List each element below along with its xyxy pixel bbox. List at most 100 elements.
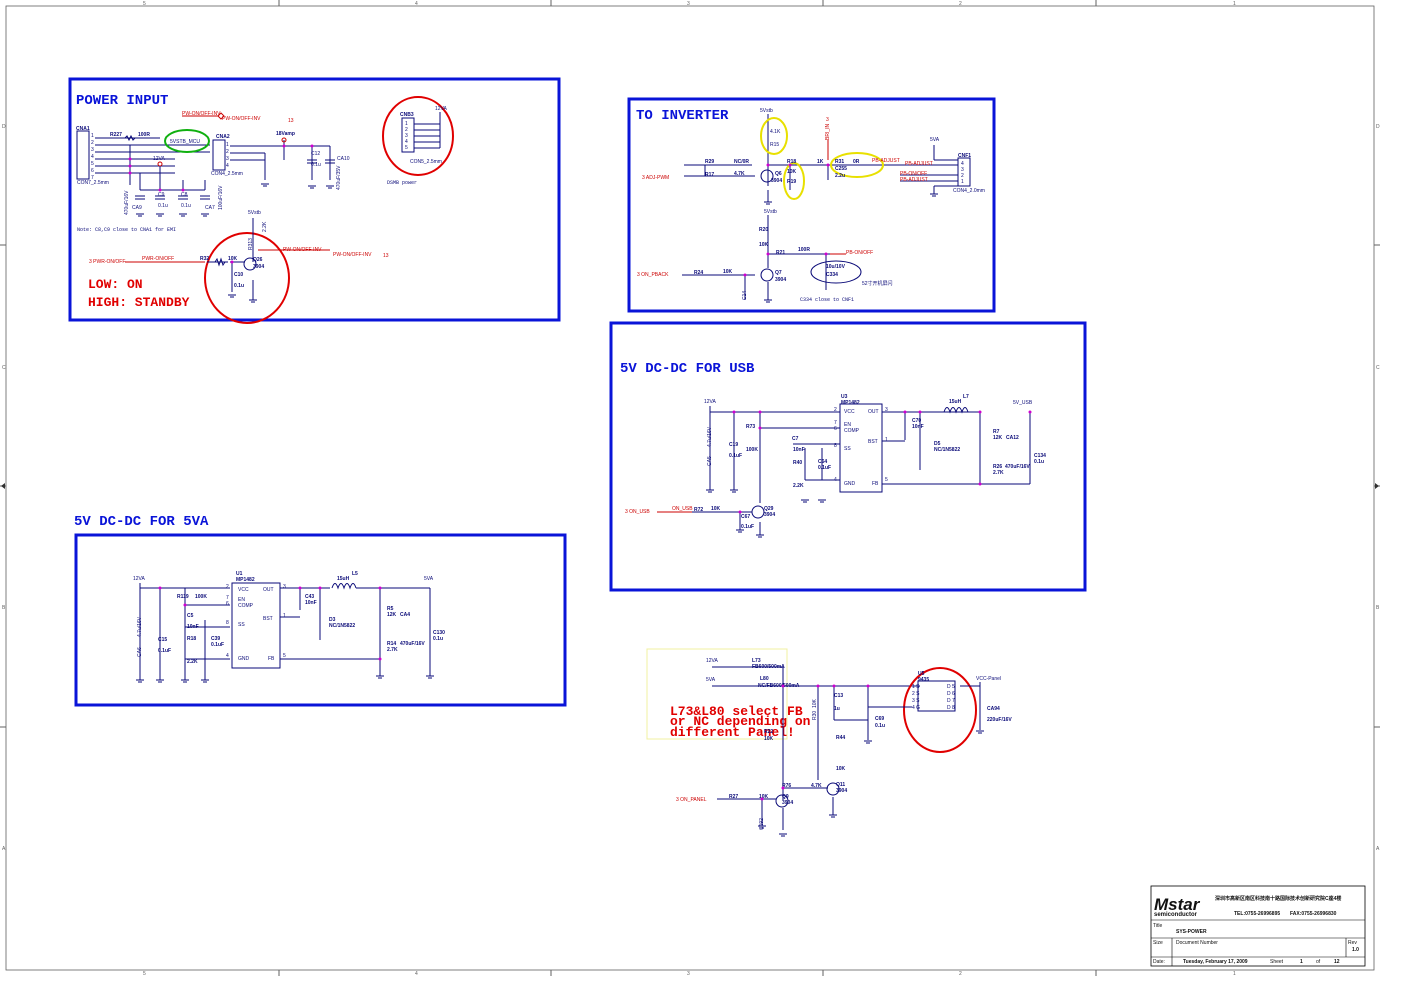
value-label: 10K <box>711 506 721 512</box>
ref-label: L5 <box>352 571 358 577</box>
row-mark: C <box>2 365 6 371</box>
ref-label: R24 <box>694 270 703 276</box>
port-label: 3 ON_PBACK <box>637 272 669 278</box>
ref-label: C39 <box>211 636 220 642</box>
net-label: PB-ADJUST <box>872 158 900 164</box>
pin-number: 5 <box>885 477 888 483</box>
date: Tuesday, February 17, 2009 <box>1183 959 1248 965</box>
pin-number: 1 <box>405 121 408 127</box>
pin-name: FB <box>268 656 275 662</box>
ref-label: R32 <box>200 256 209 262</box>
rail-label: 5Vstb <box>248 210 261 216</box>
value-label: 2.2K <box>187 659 198 665</box>
row-mark: B <box>2 605 6 611</box>
value-label: 1K <box>817 159 824 165</box>
value-label: 10K <box>228 256 238 262</box>
net-label: PB-ON/OFF <box>900 171 927 177</box>
value-label: 4.7K <box>811 783 822 789</box>
power-input-block: POWER INPUT CNA1 CON7_2.5mm 1 2 3 4 5 6 … <box>68 77 561 324</box>
ref-label: R73 <box>746 424 755 430</box>
company-address: 深圳市高新区南区科技南十路国际技术创新研究院C座4楼 <box>1215 895 1341 902</box>
net-label: PW-ON/OFF-INV <box>333 252 372 258</box>
value-label: 0.1u <box>181 203 191 209</box>
title-field-label: Title <box>1153 923 1162 929</box>
ref-label: L80 <box>760 676 769 682</box>
rail-label: 5V_USB <box>1013 400 1033 406</box>
value-label: NC/FB600/500mA <box>758 683 800 689</box>
rail-label: 12VA <box>133 576 146 582</box>
pin-number: 7 <box>834 420 837 426</box>
ref-label: C19 <box>729 442 738 448</box>
pin-number: 3 <box>91 147 94 153</box>
ref-label: CA94 <box>987 706 1000 712</box>
usb-dcdc-block: 5V DC-DC FOR USB 12VA 5V_USB U3 MP1482 V… <box>609 321 1087 592</box>
value-label: 4.7u/16V <box>707 426 713 447</box>
pin-number: 2 <box>961 173 964 179</box>
part-label: 9435 <box>918 677 929 683</box>
value-label: 470uF/35V <box>336 165 342 190</box>
pin-number: 3 <box>885 407 888 413</box>
col-mark: 1 <box>1233 1 1236 7</box>
net-label: ON_USB <box>672 506 693 512</box>
pin-number: 1 <box>961 179 964 185</box>
ref-label: CNA2 <box>216 134 230 140</box>
ref-label: Q7 <box>775 270 782 276</box>
part-label: MP1482 <box>841 400 860 406</box>
col-mark: 2 <box>959 1 962 7</box>
mcu-label: 5VSTB_MCU <box>170 139 200 145</box>
pin-number: 2 <box>91 140 94 146</box>
part-label: CON7_2.5mm <box>77 180 109 186</box>
part-label: CON5_2.5mm <box>410 159 442 165</box>
pin-label: 2 S <box>912 691 920 697</box>
pin-number: 4 <box>834 477 837 483</box>
value-label: 0.1u <box>311 162 321 168</box>
rail-label: 18Vamp <box>276 131 295 137</box>
ref-label: C334 <box>826 272 838 278</box>
pin-number: 3 <box>283 584 286 590</box>
ref-label: U3 <box>841 394 848 400</box>
page-ref: 13 <box>383 253 389 259</box>
company-logo: Mstar <box>1154 895 1201 914</box>
col-mark: 3 <box>687 1 690 7</box>
ref-label: C130 <box>433 630 445 636</box>
value-label: 10nF <box>187 624 199 630</box>
part-label: 3904 <box>764 512 775 518</box>
pin-name: SS <box>844 446 851 452</box>
ref-label: D5 <box>934 441 941 447</box>
value-label: 100R <box>138 132 150 138</box>
ref-label: R40 <box>793 460 802 466</box>
ref-label: R18 <box>187 636 196 642</box>
value-label: 1u <box>834 706 840 712</box>
ref-label: R14 <box>387 641 396 647</box>
pin-number: 4 <box>91 154 94 160</box>
pin-number: 2 <box>226 584 229 590</box>
value-label: 15uH <box>337 576 350 582</box>
value-label: 4.7K <box>734 171 745 177</box>
sheet-number: 1 <box>1300 959 1303 965</box>
value-label: 12K <box>993 435 1003 441</box>
value-label: 2.7K <box>993 470 1004 476</box>
pin-label: D 8 <box>947 705 955 711</box>
ref-label: R31 <box>835 159 844 165</box>
sheet-frame: 5 4 3 2 1 5 4 3 2 1 D C B A D C B A <box>0 0 1380 977</box>
port-label: 3 PWR-ON/OFF <box>89 259 125 265</box>
part-label: 3904 <box>775 277 786 283</box>
value-label: 100R <box>798 247 810 253</box>
pin-name: EN <box>238 597 245 603</box>
pin-name: BST <box>263 616 273 622</box>
ref-label: R119 <box>177 594 189 600</box>
value-label: 2.2K <box>262 221 268 232</box>
pin-name: GND <box>844 481 856 487</box>
col-mark: 5 <box>143 971 146 977</box>
value-label: 0.1uF <box>818 465 831 471</box>
pin-name: COMP <box>238 603 254 609</box>
pin-name: VCC <box>844 409 855 415</box>
ref-label: R5 <box>387 606 394 612</box>
logic-note: HIGH: STANDBY <box>88 295 190 310</box>
row-mark: D <box>1376 124 1380 130</box>
telephone: TEL:0755-26996895 <box>1234 911 1280 917</box>
ref-label: R313 <box>248 238 254 250</box>
value-label: 100uF/16V <box>218 185 224 210</box>
rev-field-label: Rev <box>1348 940 1357 946</box>
value-label: 2.2K <box>793 483 804 489</box>
